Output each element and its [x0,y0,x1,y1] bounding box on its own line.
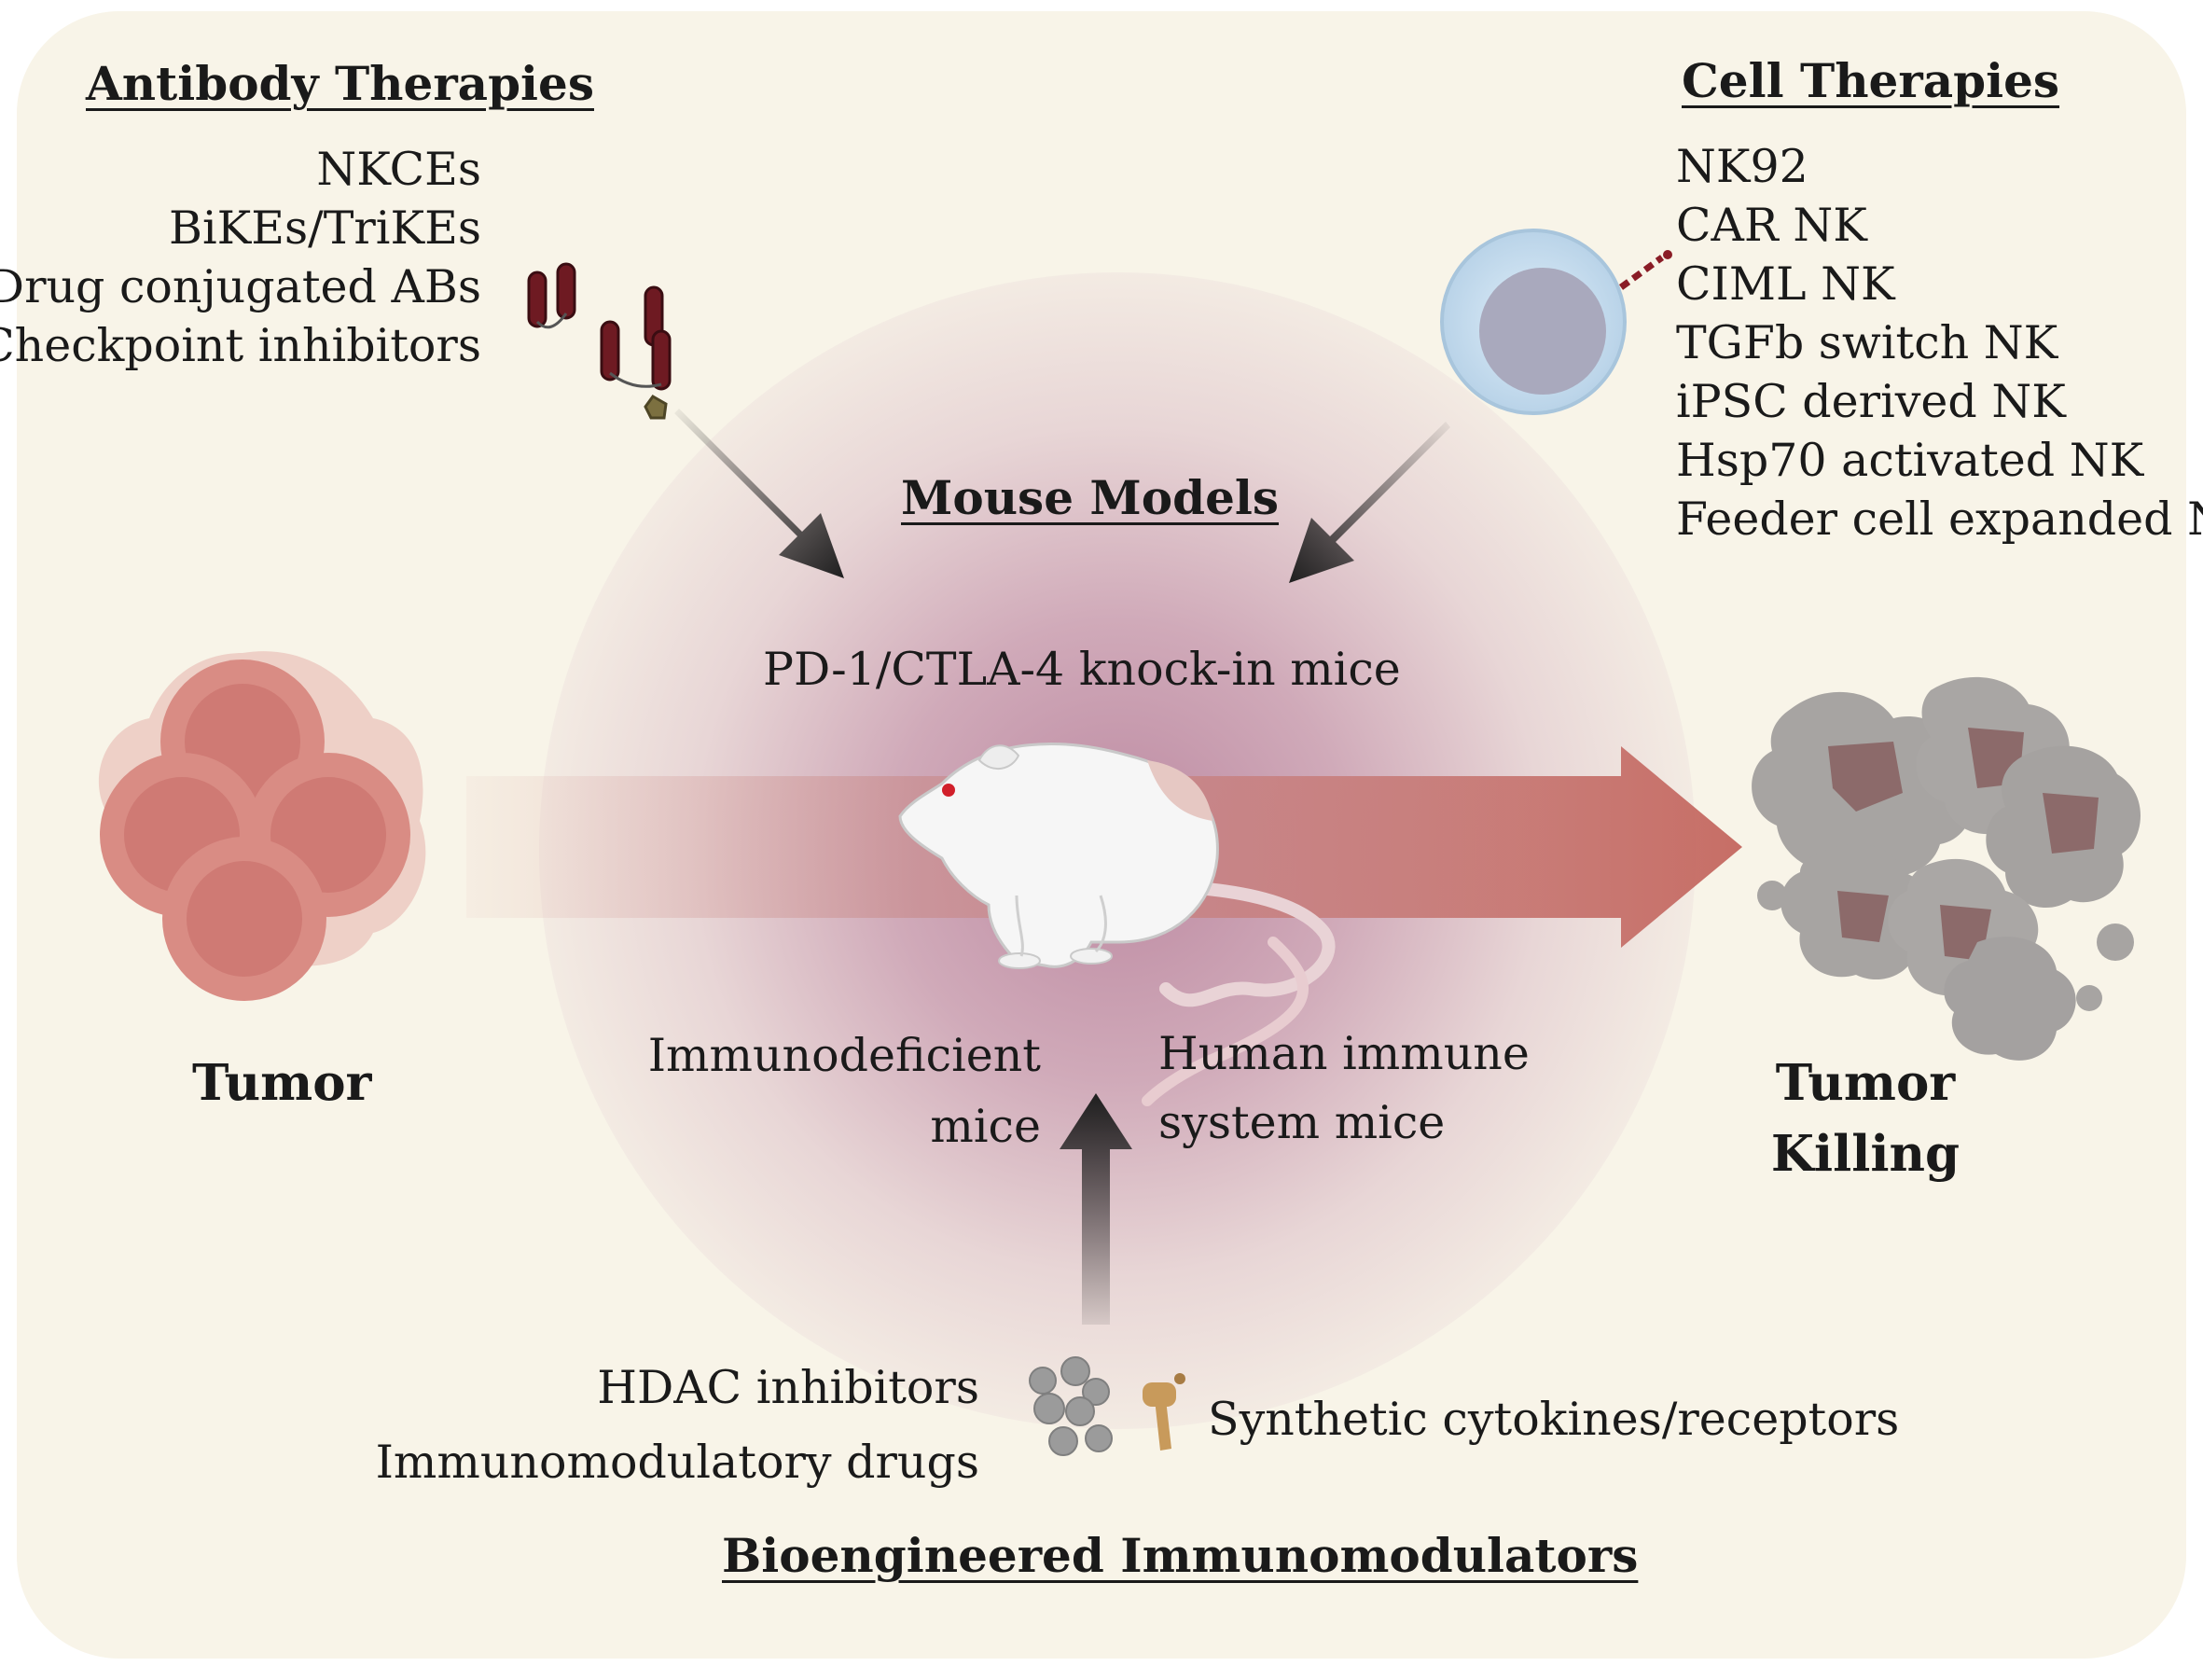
immunomodulator-arrow [1060,1093,1132,1325]
list-item: CIML NK [1676,257,1895,311]
cell-therapies-list: NK92 CAR NK CIML NK TGFb switch NK iPSC … [1676,137,2203,548]
list-item: iPSC derived NK [1676,375,2066,428]
hdac-inhibitors-label: HDAC inhibitors [597,1361,979,1414]
nk-cell-icon [1440,229,1672,415]
knock-in-mice-label: PD-1/CTLA-4 knock-in mice [763,643,1401,696]
synthetic-cytokines-label: Synthetic cytokines/receptors [1208,1393,1900,1446]
tumor-killing-line2: Killing [1770,1125,1961,1183]
list-item: NK92 [1676,140,1808,193]
list-item: Feeder cell expanded NK [1676,493,2203,546]
cell-therapy-arrow [1289,422,1450,583]
immunodeficient-mice-line1: Immunodeficient [647,1029,1041,1082]
immunomodulatory-drugs-label: Immunomodulatory drugs [375,1436,979,1489]
hdac-inhibitor-beads-icon [1029,1356,1113,1456]
tumor-label: Tumor [192,1054,372,1112]
bioengineered-immunomodulators-heading: Bioengineered Immunomodulators [722,1528,1639,1583]
dead-tumor-cells [1752,676,2141,1061]
antibody-arrow [674,409,844,578]
list-item: Hsp70 activated NK [1676,434,2144,487]
mouse-models-heading: Mouse Models [901,470,1280,525]
human-immune-mice-line2: system mice [1158,1096,1446,1149]
human-immune-mice-line1: Human immune [1158,1027,1530,1080]
list-item: NKCEs [316,143,481,196]
cytokine-receptor-icon [1143,1373,1185,1451]
antibody-therapies-heading: Antibody Therapies [86,56,594,111]
cell-therapies-heading: Cell Therapies [1682,53,2060,108]
tumor-cell [162,837,326,1001]
tumor-killing-line1: Tumor [1775,1054,1956,1112]
mouse-illustration [898,743,1336,1106]
list-item: BiKEs/TriKEs [168,201,481,255]
list-item: Drug conjugated ABs [0,260,481,313]
list-item: CAR NK [1676,199,1867,252]
immunodeficient-mice-line2: mice [930,1100,1041,1153]
tumor-cluster [98,651,426,1001]
antibody-therapies-list: NKCEs BiKEs/TriKEs Drug conjugated ABs C… [0,140,481,375]
antibody-icon [527,262,672,420]
list-item: TGFb switch NK [1676,316,2058,369]
list-item: Checkpoint inhibitors [0,319,481,372]
